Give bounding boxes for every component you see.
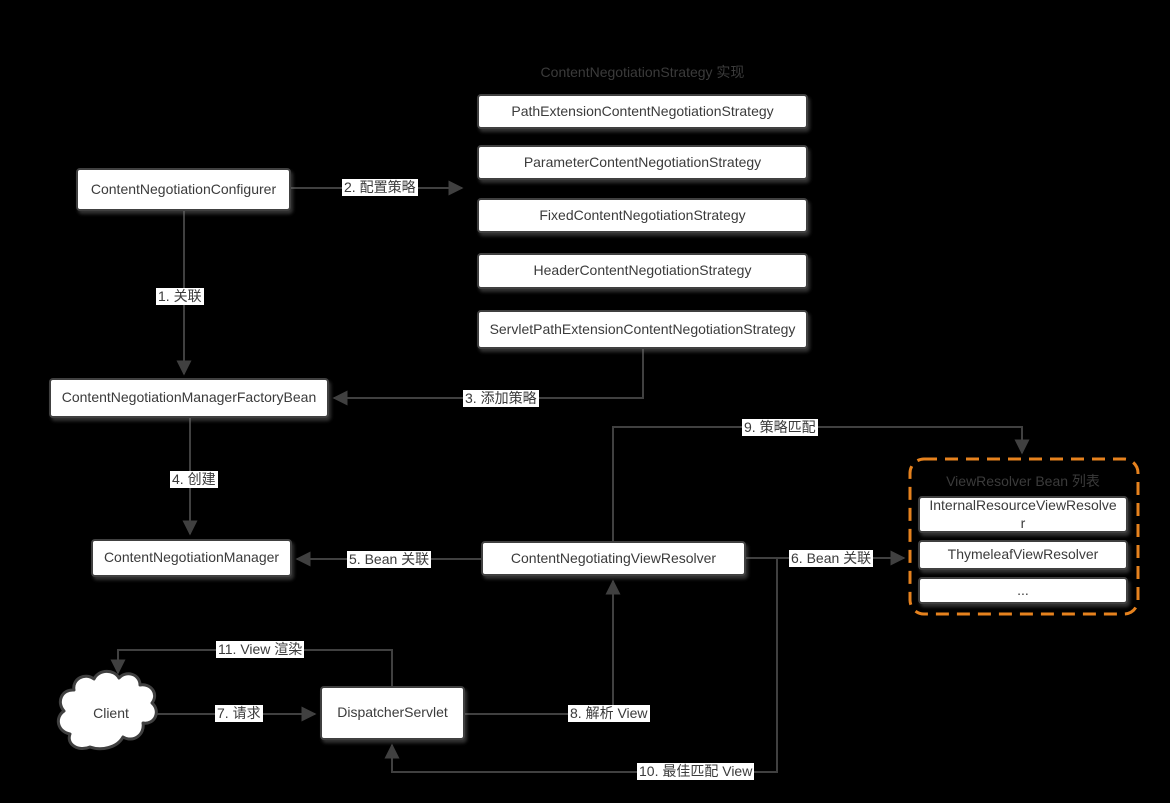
edge-label-3-add-strategy: 3. 添加策略: [463, 390, 539, 407]
connector-3-add-strategy: [332, 349, 644, 406]
strategy-group-title: ContentNegotiationStrategy 实现: [540, 64, 745, 80]
node-dispatcher-servlet: DispatcherServlet: [320, 686, 465, 740]
edge-label-9-strategy-match: 9. 策略匹配: [742, 419, 818, 436]
edge-label-7-request: 7. 请求: [215, 705, 263, 722]
edge-label-4-create: 4. 创建: [170, 471, 218, 488]
node-client-label: Client: [93, 705, 129, 721]
node-ellipsis-item: ...: [918, 577, 1128, 604]
node-internal-resource-view-resolver: InternalResourceViewResolver: [918, 496, 1128, 533]
node-path-extension-strategy: PathExtensionContentNegotiationStrategy: [477, 94, 808, 129]
node-content-negotiating-view-resolver: ContentNegotiatingViewResolver: [481, 541, 746, 576]
edge-label-1-associate: 1. 关联: [156, 288, 204, 305]
node-content-negotiation-configurer: ContentNegotiationConfigurer: [76, 168, 291, 211]
viewresolver-group-box: [908, 457, 1140, 616]
edge-label-8-resolve-view: 8. 解析 View: [568, 705, 650, 722]
node-content-negotiation-manager: ContentNegotiationManager: [91, 539, 292, 577]
connector-8-resolve-view: [465, 579, 621, 715]
client-cloud-shape: [56, 669, 158, 751]
edge-label-5-bean-associate: 5. Bean 关联: [347, 551, 432, 568]
node-thymeleaf-view-resolver: ThymeleafViewResolver: [918, 540, 1128, 570]
edge-label-6-bean-associate: 6. Bean 关联: [789, 550, 874, 567]
edge-label-2-configure-strategy: 2. 配置策略: [342, 179, 418, 196]
node-servlet-path-extension-strategy: ServletPathExtensionContentNegotiationSt…: [477, 310, 808, 349]
node-parameter-strategy: ParameterContentNegotiationStrategy: [477, 145, 808, 180]
connector-10-best-match-view: [384, 558, 778, 773]
viewresolver-group-title: ViewResolver Bean 列表: [946, 473, 1100, 489]
node-fixed-strategy: FixedContentNegotiationStrategy: [477, 198, 808, 233]
edge-label-11-view-render: 11. View 渲染: [216, 641, 305, 658]
node-header-strategy: HeaderContentNegotiationStrategy: [477, 253, 808, 289]
edge-label-10-best-match-view: 10. 最佳匹配 View: [637, 763, 755, 780]
node-content-negotiation-manager-factory-bean: ContentNegotiationManagerFactoryBean: [49, 378, 329, 418]
